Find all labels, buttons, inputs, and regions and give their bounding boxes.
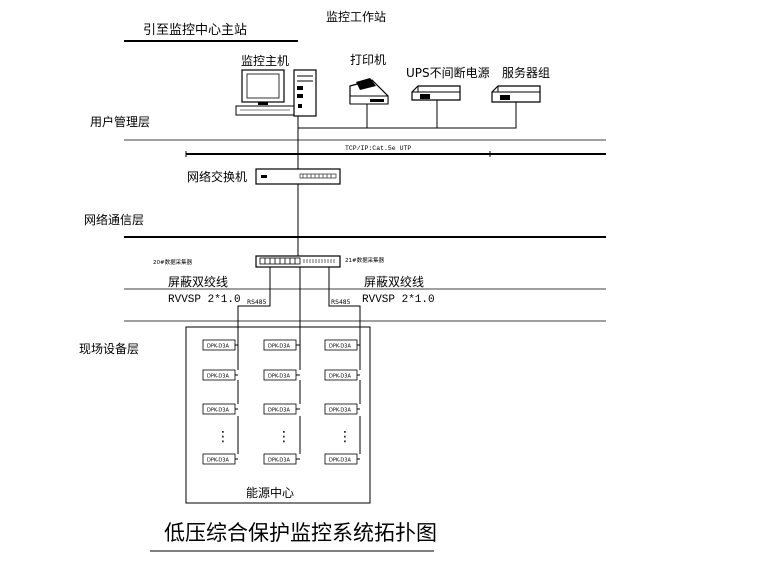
meter-label: DPK-D3A <box>329 344 351 350</box>
collector-icon <box>255 255 341 268</box>
collector-left-label: 20#数据采集器 <box>153 258 193 266</box>
computer-icon <box>235 69 317 117</box>
meter-label: DPK-D3A <box>268 344 290 350</box>
meter-label: DPK-D3A <box>207 374 229 380</box>
server-icon <box>491 85 541 103</box>
cable-right-spec: RVVSP 2*1.0 <box>362 294 435 306</box>
layer-field-label: 现场设备层 <box>79 342 139 356</box>
ellipsis-mark: ⋮ <box>338 429 352 445</box>
host-label: 监控主机 <box>241 54 289 68</box>
ups-icon <box>411 85 461 101</box>
cable-left-name: 屏蔽双绞线 <box>168 274 228 289</box>
rs485-right-label: RS485 <box>331 299 351 306</box>
meter-label: DPK-D3A <box>329 408 351 414</box>
energy-center-box <box>185 326 371 504</box>
meter-label: DPK-D3A <box>207 344 229 350</box>
printer-label: 打印机 <box>350 53 386 67</box>
meter-column-1: DPK-D3A DPK-D3A DPK-D3A ⋮ DPK-D3A <box>202 339 239 465</box>
servers-label: 服务器组 <box>502 65 550 80</box>
bus-label: TCP/IP:Cat.5e UTP <box>345 145 411 152</box>
peripheral-link <box>297 102 517 129</box>
meter-label: DPK-D3A <box>329 458 351 464</box>
rs485-branches <box>237 267 361 352</box>
meter-label: DPK-D3A <box>268 458 290 464</box>
ellipsis-mark: ⋮ <box>277 429 291 445</box>
meter-label: DPK-D3A <box>207 408 229 414</box>
meter-label: DPK-D3A <box>268 408 290 414</box>
ellipsis-mark: ⋮ <box>216 429 230 445</box>
layer-user-label: 用户管理层 <box>90 114 150 129</box>
meter-label: DPK-D3A <box>207 458 229 464</box>
rs485-left-label: RS485 <box>247 299 267 306</box>
meter-column-2: DPK-D3A DPK-D3A DPK-D3A ⋮ DPK-D3A <box>263 339 301 465</box>
meter-label: DPK-D3A <box>329 374 351 380</box>
switch-icon <box>255 168 341 185</box>
meter-column-3: DPK-D3A DPK-D3A DPK-D3A ⋮ DPK-D3A <box>324 339 361 465</box>
upstream-label: 引至监控中心主站 <box>143 23 247 38</box>
cable-right-name: 屏蔽双绞线 <box>364 274 424 289</box>
diagram-title: 低压综合保护监控系统拓扑图 <box>164 521 437 545</box>
switch-label: 网络交换机 <box>187 169 247 184</box>
collector-right-label: 21#数据采集器 <box>345 256 385 264</box>
ups-label: UPS不间断电源 <box>406 65 490 80</box>
cable-left-spec: RVVSP 2*1.0 <box>168 294 241 306</box>
energy-center-label: 能源中心 <box>246 485 294 500</box>
workstation-label: 监控工作站 <box>326 10 386 24</box>
meter-label: DPK-D3A <box>268 374 290 380</box>
printer-icon <box>349 78 389 105</box>
layer-network-label: 网络通信层 <box>84 212 144 227</box>
